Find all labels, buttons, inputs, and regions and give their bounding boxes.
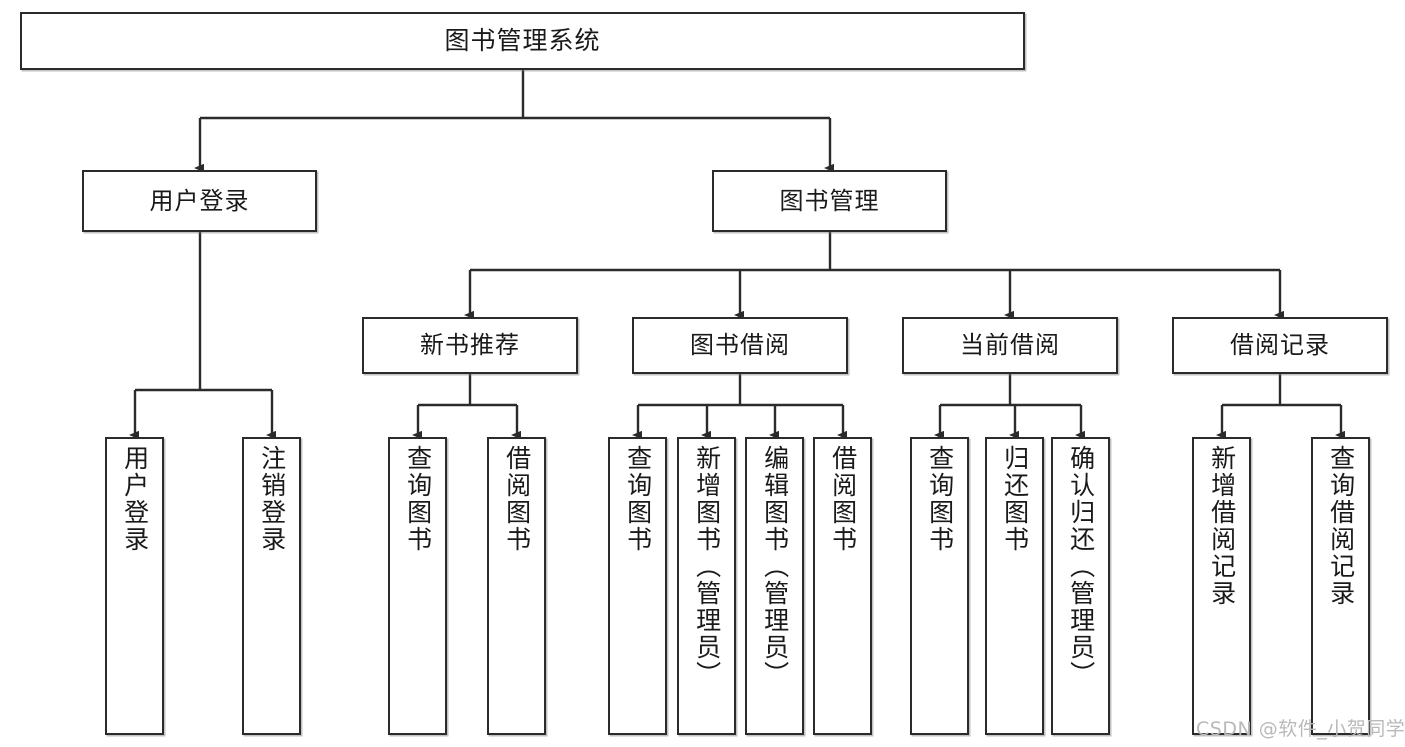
node-label: 用户登录 [149,186,250,215]
node-label: 当前借阅 [960,331,1060,360]
node-leaf-add-record[interactable]: 新增借阅记录 [1192,437,1251,735]
node-label: 图书管理系统 [444,26,601,56]
node-leaf-confirm-ret[interactable]: 确认归还（管理员） [1051,437,1110,735]
node-new-book-rec[interactable]: 新书推荐 [362,317,578,374]
node-user-login[interactable]: 用户登录 [82,170,317,232]
node-current-borrow[interactable]: 当前借阅 [902,317,1118,374]
node-leaf-add-book[interactable]: 新增图书（管理员） [677,437,736,735]
node-leaf-query-record[interactable]: 查询借阅记录 [1311,437,1370,735]
node-label: 借阅图书 [828,445,858,553]
node-leaf-return-book[interactable]: 归还图书 [985,437,1044,735]
node-label: 查询图书 [623,445,653,553]
node-leaf-borrow-book-1[interactable]: 借阅图书 [487,437,546,735]
node-leaf-logout[interactable]: 注销登录 [242,437,301,735]
node-leaf-user-login[interactable]: 用户登录 [105,437,164,735]
node-label: 查询借阅记录 [1326,445,1356,607]
node-label: 用户登录 [120,445,150,553]
node-label: 查询图书 [403,445,433,553]
node-leaf-query-book-2[interactable]: 查询图书 [608,437,667,735]
node-label: 图书管理 [779,186,880,215]
node-leaf-query-book-3[interactable]: 查询图书 [910,437,969,735]
node-leaf-borrow-book-2[interactable]: 借阅图书 [813,437,872,735]
node-label: 借阅记录 [1230,331,1330,360]
node-root[interactable]: 图书管理系统 [20,12,1025,70]
node-leaf-edit-book[interactable]: 编辑图书（管理员） [745,437,804,735]
node-label: 借阅图书 [502,445,532,553]
node-borrow-record[interactable]: 借阅记录 [1172,317,1388,374]
node-label: 确认归还（管理员） [1066,445,1096,688]
node-label: 图书借阅 [690,331,790,360]
node-label: 归还图书 [1000,445,1030,553]
node-label: 新增图书（管理员） [692,445,722,688]
node-label: 查询图书 [925,445,955,553]
node-label: 新书推荐 [420,331,520,360]
node-label: 新增借阅记录 [1207,445,1237,607]
node-label: 编辑图书（管理员） [760,445,790,688]
node-book-manage[interactable]: 图书管理 [712,170,947,232]
node-leaf-query-book-1[interactable]: 查询图书 [388,437,447,735]
watermark-text: CSDN @软件_小贺同学 [1196,718,1405,740]
node-label: 注销登录 [257,445,287,553]
node-book-borrow[interactable]: 图书借阅 [632,317,848,374]
